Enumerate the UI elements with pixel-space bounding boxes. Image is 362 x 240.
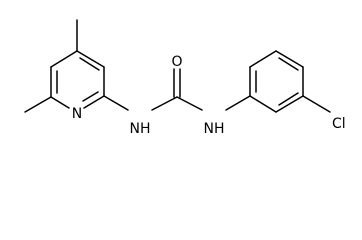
atom-label-oxygen: O bbox=[171, 54, 182, 70]
bond-methyl-left bbox=[24, 96, 52, 113]
bond-carbonyl-to-nh-right bbox=[176, 96, 203, 111]
atom-label-chlorine: Cl bbox=[332, 116, 346, 132]
bond-phenyl-to-chlorine bbox=[302, 95, 331, 113]
bond-nh-right-to-phenyl bbox=[225, 95, 251, 111]
pyridine-ring bbox=[50, 50, 105, 109]
bond-phenyl-c3-c4 bbox=[275, 50, 304, 68]
bond-phenyl-c5-c6-inner bbox=[278, 92, 299, 106]
bond-phenyl-c2-c3 bbox=[249, 50, 277, 68]
bond-ring-n-c2 bbox=[50, 96, 70, 109]
bond-ring-c6-n-inner bbox=[82, 91, 99, 102]
bond-ring-to-nh-left bbox=[103, 95, 129, 111]
bond-nh-left-to-carbonyl bbox=[151, 96, 178, 111]
bond-phenyl-c3-c4-inner bbox=[278, 57, 299, 71]
bond-phenyl-c5-c6 bbox=[275, 95, 304, 113]
atom-label-nh-right: NH bbox=[204, 121, 225, 137]
bond-ring-c3-c4 bbox=[50, 50, 78, 68]
chemical-structure-diagram: N O NH NH Cl bbox=[24, 19, 346, 137]
atom-label-ring-nitrogen: N bbox=[72, 106, 82, 122]
bond-ring-c4-c5 bbox=[76, 50, 105, 68]
bond-phenyl-c6-c1 bbox=[249, 95, 277, 113]
bond-ring-c6-n bbox=[83, 95, 105, 109]
bond-ring-c4-c5-inner bbox=[79, 57, 100, 71]
phenyl-ring bbox=[249, 50, 304, 113]
atom-label-nh-left: NH bbox=[130, 121, 151, 137]
